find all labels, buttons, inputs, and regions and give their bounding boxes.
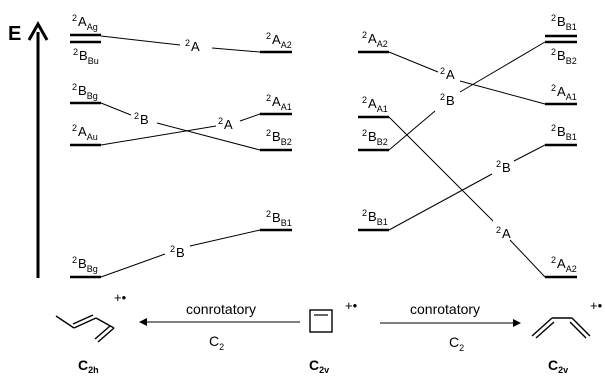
energy-axis-label: E — [8, 23, 21, 45]
corr-label-left-A-mid: 2A — [218, 116, 233, 132]
corr-r-B1-B1-a — [388, 173, 493, 231]
point-group-left: C2h — [78, 357, 99, 375]
state-left-Au: 2AAu — [72, 123, 98, 142]
corr-label-left-B-mid: 2B — [134, 111, 149, 127]
butadiene-cis-structure — [531, 317, 591, 339]
corr-Ag-A2-b — [211, 47, 261, 53]
corr-label-right-B-mid: 2B — [496, 159, 511, 175]
corr-Au-A1-a — [100, 125, 217, 146]
corr-label-left-A-top: 2A — [185, 38, 200, 54]
corr-Ag-A2-a — [100, 35, 181, 46]
corr-r-A1-A2-b — [509, 239, 546, 278]
process-right: conrotatory — [410, 301, 480, 317]
point-group-center: C2v — [309, 357, 329, 375]
corr-r-B2-B2-a — [388, 110, 436, 151]
state-left-Bg-lower: 2BBg — [72, 255, 98, 274]
corr-Bg-B1-a — [100, 253, 166, 278]
state-left-Bg-upper: 2BBg — [72, 82, 98, 101]
corr-r-A2-A1-a — [388, 51, 439, 73]
state-r-B2: 2BB2 — [362, 128, 388, 147]
state-mid-A1: 2AA1 — [266, 93, 292, 112]
corr-label-right-A-top: 2A — [440, 66, 455, 82]
process-left: conrotatory — [186, 301, 256, 317]
corr-Bg-B2-b — [156, 122, 261, 151]
corr-r-A1-A2-a — [388, 116, 494, 222]
state-r-B1: 2BB1 — [362, 208, 388, 227]
state-r-A1: 2AA1 — [362, 95, 388, 114]
corr-r-B1-B1-b — [513, 144, 546, 162]
corr-label-right-A-low: 2A — [496, 225, 511, 241]
corr-label-right-B-top: 2B — [440, 92, 455, 108]
butadiene-trans-structure — [55, 314, 115, 343]
state-left-Ag: 2AAg — [72, 13, 98, 32]
cyclobutene-structure — [309, 309, 333, 333]
state-rr-B1: 2BB1 — [551, 123, 577, 142]
state-rr-B1-top: 2BB1 — [551, 13, 577, 32]
corr-Bg-B2-a — [100, 102, 132, 116]
symmetry-left: C2 — [209, 333, 224, 352]
state-rr-A1: 2AA1 — [551, 83, 577, 102]
state-rr-B2: 2BB2 — [551, 47, 577, 66]
state-left-Bu: 2BBu — [73, 47, 99, 66]
corr-r-B2-B2-b — [459, 41, 546, 93]
corr-Au-A1-b — [239, 113, 261, 122]
state-r-A2: 2AA2 — [362, 30, 388, 49]
state-rr-A2: 2AA2 — [551, 255, 577, 274]
point-group-right: C2v — [548, 357, 568, 375]
radical-cation-left: +• — [114, 290, 127, 305]
corr-r-A2-A1-b — [459, 80, 546, 105]
radical-cation-right: +• — [590, 298, 603, 313]
corr-Bg-B1-b — [189, 229, 261, 247]
energy-axis-arrowhead — [27, 20, 49, 41]
corr-label-left-B-low: 2B — [170, 244, 185, 260]
radical-cation-center: +• — [345, 298, 358, 313]
state-mid-A2: 2AA2 — [266, 31, 292, 50]
state-mid-B1: 2BB1 — [266, 209, 292, 228]
state-mid-B2: 2BB2 — [266, 128, 292, 147]
symmetry-right: C2 — [449, 334, 464, 353]
